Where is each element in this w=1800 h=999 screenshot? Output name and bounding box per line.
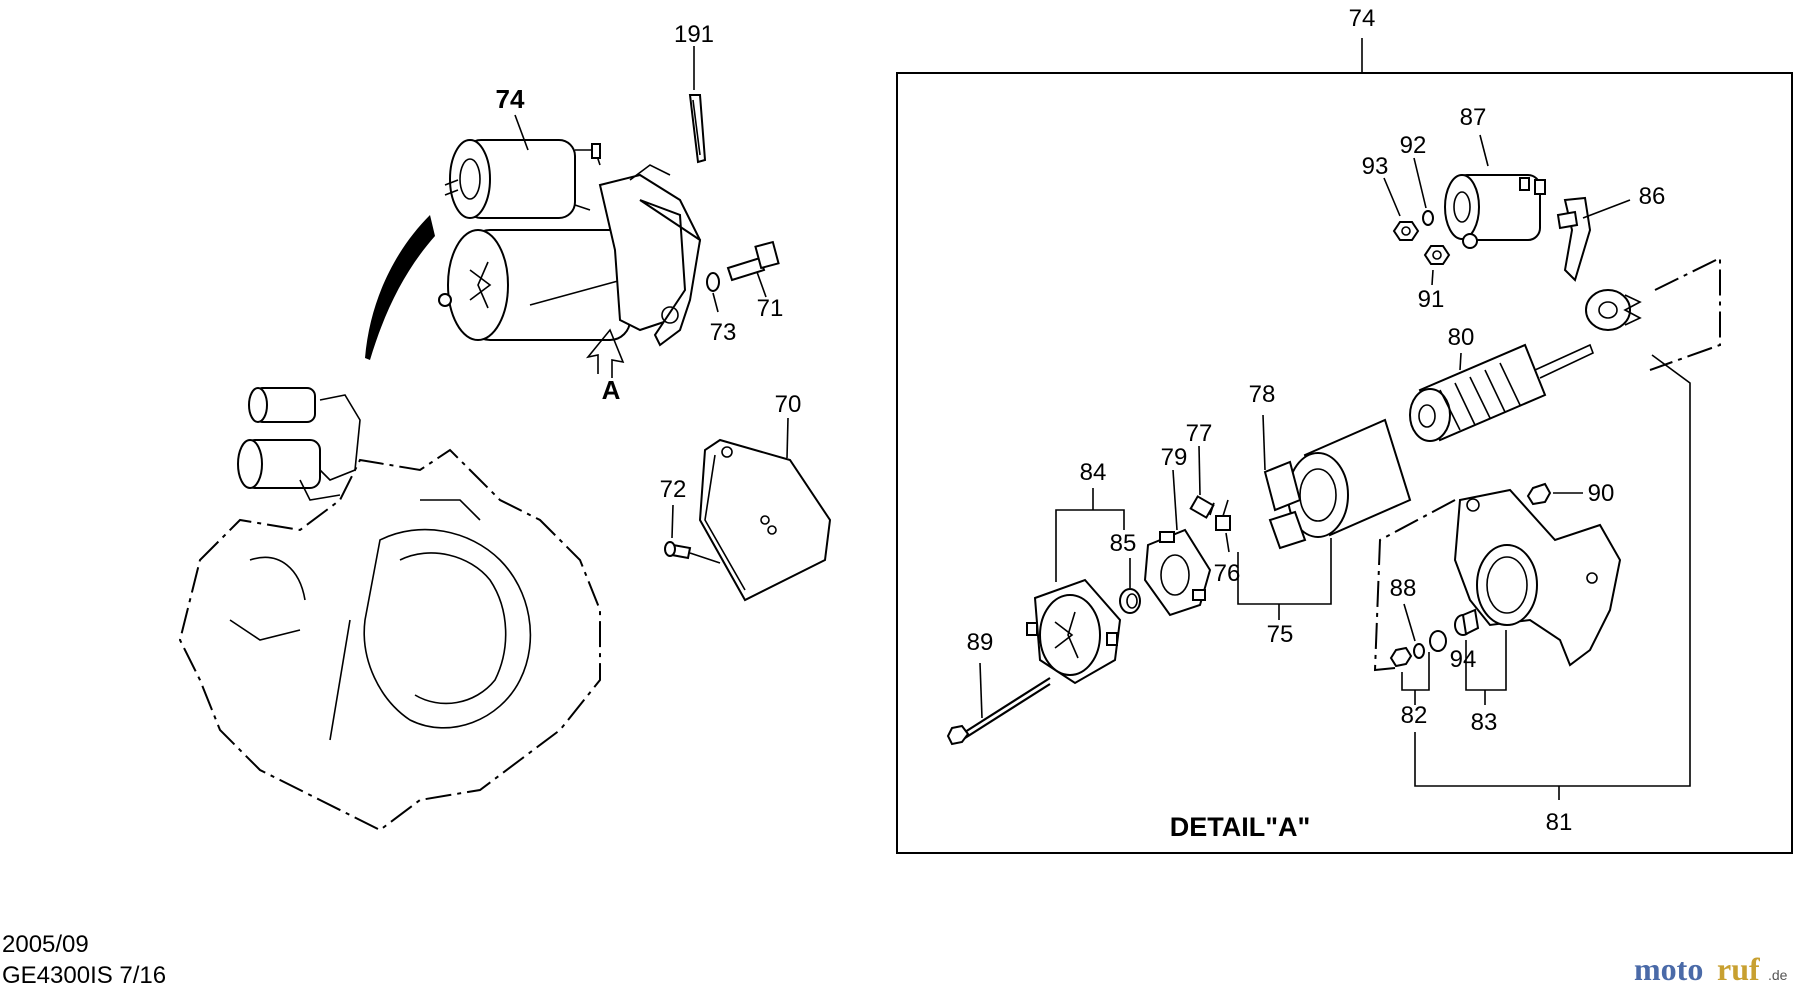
part-92-washer xyxy=(1422,210,1434,226)
detail-title: DETAIL"A" xyxy=(1170,812,1311,842)
part-81-drive-housing xyxy=(1453,488,1622,667)
label-88: 88 xyxy=(1390,575,1417,602)
part-pinion xyxy=(1585,289,1642,331)
label-81: 81 xyxy=(1546,809,1573,836)
label-92: 92 xyxy=(1400,132,1427,159)
part-70-plate xyxy=(698,438,832,602)
view-arrow-icon xyxy=(585,328,625,378)
view-arrow-a xyxy=(585,328,625,378)
part-94-collar xyxy=(1454,608,1480,636)
watermark-logo: moto ruf .de xyxy=(1634,951,1788,987)
footer-model-page: GE4300IS 7/16 xyxy=(2,962,166,989)
part-72-screw xyxy=(664,541,721,564)
label-93: 93 xyxy=(1362,153,1389,180)
part-88-nut xyxy=(1389,630,1447,668)
part-78-yoke xyxy=(1263,418,1412,550)
label-79: 79 xyxy=(1161,444,1188,471)
leader-74-main xyxy=(514,114,529,151)
part-89-bolt xyxy=(946,677,1051,746)
label-77: 77 xyxy=(1186,420,1213,447)
label-75: 75 xyxy=(1267,621,1294,648)
label-70: 70 xyxy=(775,391,802,418)
part-90-bolt xyxy=(1526,482,1552,506)
label-83: 83 xyxy=(1471,709,1498,736)
view-marker: A xyxy=(602,375,621,405)
watermark-suffix: .de xyxy=(1768,967,1788,983)
bracket-84 xyxy=(1055,509,1125,582)
part-80-armature xyxy=(1409,343,1595,442)
label-72: 72 xyxy=(660,476,687,503)
label-80: 80 xyxy=(1448,324,1475,351)
label-76: 76 xyxy=(1214,560,1241,587)
label-86: 86 xyxy=(1639,183,1666,210)
label-74-main: 74 xyxy=(496,84,525,114)
bracket-81 xyxy=(1414,354,1691,787)
part-76-brush xyxy=(1215,499,1231,531)
label-85: 85 xyxy=(1110,530,1137,557)
dashed-group-upper xyxy=(1649,256,1721,371)
label-78: 78 xyxy=(1249,381,1276,408)
bracket-75 xyxy=(1237,538,1332,605)
label-82: 82 xyxy=(1401,702,1428,729)
curved-arrow-icon xyxy=(365,215,435,360)
part-86-lever xyxy=(1556,196,1592,282)
footer-date: 2005/09 xyxy=(2,931,89,958)
part-73-washer xyxy=(706,272,720,292)
label-90: 90 xyxy=(1588,480,1615,507)
label-191: 191 xyxy=(674,21,714,48)
label-87: 87 xyxy=(1460,104,1487,131)
label-94: 94 xyxy=(1450,646,1477,673)
part-85-bushing xyxy=(1119,588,1141,614)
detail-box xyxy=(896,72,1793,854)
watermark-part2: ruf xyxy=(1717,951,1760,987)
label-73: 73 xyxy=(710,319,737,346)
watermark-part1: moto xyxy=(1634,951,1703,987)
label-84: 84 xyxy=(1080,459,1107,486)
part-91-nut xyxy=(1423,245,1451,265)
part-84-end-cover xyxy=(1026,578,1122,685)
bracket-83 xyxy=(1465,630,1507,691)
part-87-solenoid xyxy=(1444,174,1546,249)
starter-motor-assembly xyxy=(438,139,702,347)
dashed-group-lower xyxy=(1373,499,1456,672)
engine-outline xyxy=(178,448,601,832)
label-89: 89 xyxy=(967,629,994,656)
starter-on-engine xyxy=(237,387,361,501)
part-93-nut xyxy=(1392,221,1420,241)
part-191-strap xyxy=(688,46,707,164)
part-77-spring xyxy=(1189,495,1215,519)
part-79-brush-holder xyxy=(1143,528,1212,617)
part-71-bolt xyxy=(726,240,780,282)
label-74-detail: 74 xyxy=(1349,5,1376,32)
label-91: 91 xyxy=(1418,286,1445,313)
label-71: 71 xyxy=(757,295,784,322)
